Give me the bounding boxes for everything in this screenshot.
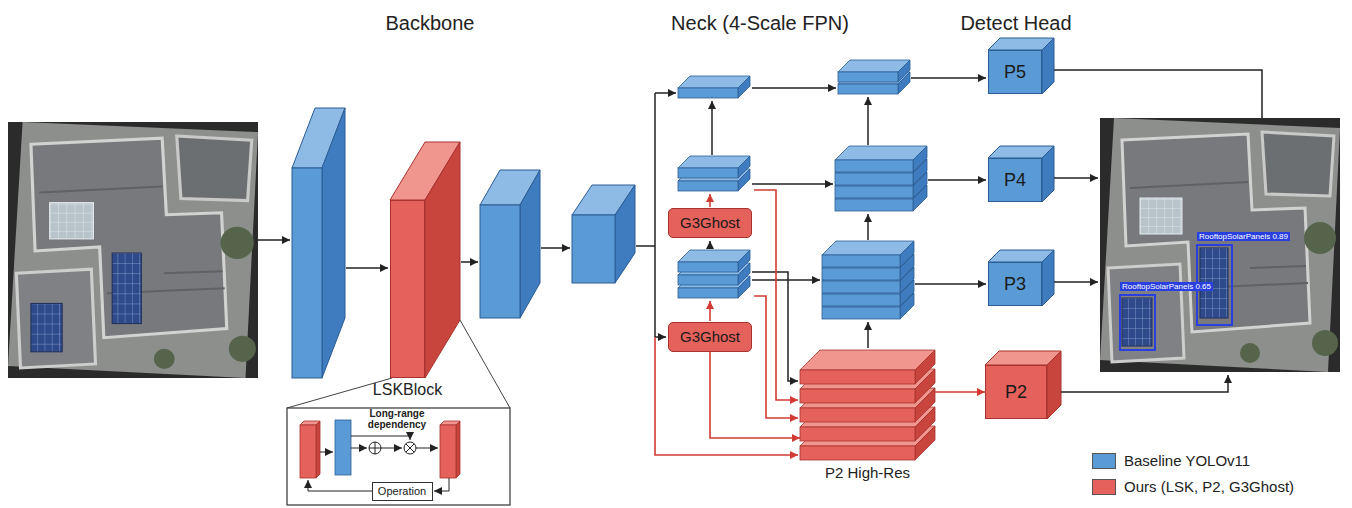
node-label: G3Ghost	[680, 328, 740, 345]
section-heading: Detect Head	[960, 12, 1071, 35]
input-image	[8, 122, 258, 378]
detect-head: P2	[985, 365, 1047, 419]
red-flow-arrows	[655, 190, 798, 455]
feature-stack	[678, 156, 750, 191]
legend-item: Ours (LSK, P2, G3Ghost)	[1092, 478, 1294, 495]
feature-stack	[822, 241, 914, 319]
node-caption: LSKBlock	[373, 381, 442, 399]
detection-box	[1120, 295, 1155, 350]
backbone-block	[292, 108, 345, 378]
legend-swatch	[1092, 453, 1116, 469]
g3ghost-box: G3Ghost	[668, 208, 752, 238]
node-caption: P2 High-Res	[825, 464, 910, 481]
node-label: Operation	[378, 485, 426, 498]
section-heading: Neck (4-Scale FPN)	[671, 12, 849, 35]
lsk-block-faces	[390, 142, 460, 378]
detect-head: P5	[988, 50, 1042, 94]
output-image	[1100, 118, 1340, 372]
node-label: P3	[1004, 274, 1026, 295]
backbone-block	[572, 185, 635, 283]
arrow-connector	[710, 352, 800, 438]
node-label: P4	[1004, 170, 1026, 191]
feature-stack	[678, 250, 750, 298]
node-label: P2	[1005, 382, 1027, 403]
arrow-connector	[935, 391, 985, 393]
detect-head: P4	[988, 158, 1042, 202]
feature-stack	[835, 146, 927, 211]
p2-feature-stack	[800, 350, 935, 460]
lsk-block: LSKBlock	[390, 200, 425, 378]
legend-text: Baseline YOLOv11	[1124, 452, 1250, 469]
detection-label: RooftopSolarPanels 0.89	[1197, 232, 1290, 241]
flow-arrows	[258, 93, 676, 337]
section-heading: Backbone	[386, 12, 475, 35]
operation-box: Operation	[372, 482, 433, 501]
feature-stack	[678, 76, 750, 98]
detection-label: RooftopSolarPanels 0.65	[1120, 282, 1213, 291]
backbone-block	[480, 170, 540, 318]
detect-head: P3	[988, 262, 1042, 306]
annotation-label: Long-range dependency	[358, 408, 436, 430]
legend-text: Ours (LSK, P2, G3Ghost)	[1124, 478, 1294, 495]
flow-arrows	[710, 70, 1262, 392]
feature-stack	[838, 60, 910, 94]
legend-swatch	[1092, 479, 1116, 495]
g3ghost-box: G3Ghost	[668, 322, 752, 352]
head-cube-faces	[985, 38, 1061, 419]
legend-item: Baseline YOLOv11	[1092, 452, 1250, 469]
p2-high-res-stack: P2 High-Res	[800, 350, 935, 460]
node-label: G3Ghost	[680, 214, 740, 231]
node-label: P5	[1004, 62, 1026, 83]
